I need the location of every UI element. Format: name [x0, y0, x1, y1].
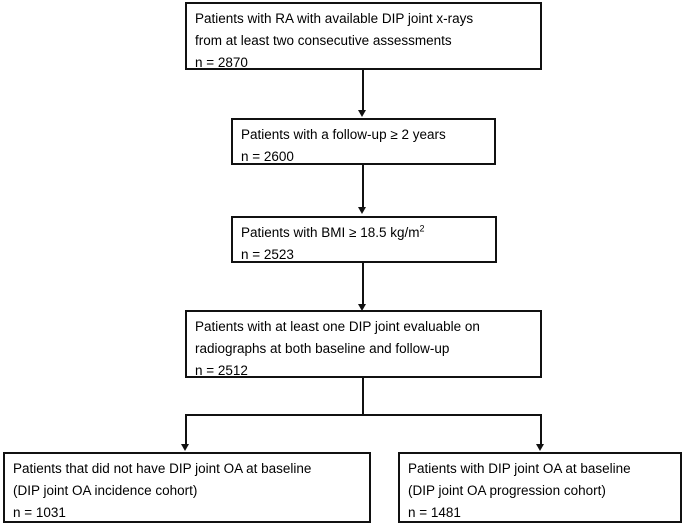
connector-arrowhead-2-3: [358, 207, 366, 214]
connector-line-3-4: [362, 263, 364, 307]
flow-node-line: Patients with BMI ≥ 18.5 kg/m2: [241, 222, 488, 244]
flow-node-line: Patients with at least one DIP joint eva…: [195, 319, 480, 334]
flow-node-progression-cohort: Patients with DIP joint OA at baseline (…: [398, 452, 682, 523]
flow-node-line: Patients with DIP joint OA at baseline: [408, 461, 631, 476]
flow-node-line: Patients that did not have DIP joint OA …: [13, 461, 312, 476]
flow-node-incidence-cohort: Patients that did not have DIP joint OA …: [3, 452, 371, 523]
flow-node-line: (DIP joint OA progression cohort): [408, 483, 606, 498]
flow-node-line: Patients with a follow-up ≥ 2 years: [241, 127, 446, 142]
connector-line-branch-left: [185, 414, 187, 446]
flow-node-line-text: Patients with BMI ≥ 18.5 kg/m: [241, 225, 420, 240]
flow-node-line: Patients with RA with available DIP join…: [195, 11, 474, 26]
flow-node-followup-filter: Patients with a follow-up ≥ 2 years n = …: [231, 118, 496, 165]
flow-node-evaluable-joint-filter: Patients with at least one DIP joint eva…: [185, 310, 542, 378]
connector-line-branch-bar: [185, 414, 542, 416]
connector-line-1-2: [362, 70, 364, 112]
flow-node-bmi-filter: Patients with BMI ≥ 18.5 kg/m2 n = 2523: [231, 216, 497, 263]
connector-arrowhead-3-4: [358, 304, 366, 311]
flow-node-count: n = 2870: [195, 55, 248, 70]
connector-arrowhead-1-2: [358, 110, 366, 117]
connector-line-branch-stem: [362, 378, 364, 416]
flow-node-line: radiographs at both baseline and follow-…: [195, 341, 450, 356]
connector-arrowhead-branch-right: [536, 444, 544, 451]
flow-node-cohort-source: Patients with RA with available DIP join…: [185, 2, 542, 70]
flow-node-count: n = 1031: [13, 505, 66, 520]
flow-node-count: n = 1481: [408, 505, 461, 520]
flow-node-line: from at least two consecutive assessment…: [195, 33, 452, 48]
connector-line-branch-right: [540, 414, 542, 446]
flow-node-count: n = 2512: [195, 363, 248, 378]
connector-arrowhead-branch-left: [181, 444, 189, 451]
connector-line-2-3: [362, 165, 364, 209]
flow-node-count: n = 2600: [241, 149, 294, 164]
superscript-exponent: 2: [419, 223, 425, 234]
flow-node-line: (DIP joint OA incidence cohort): [13, 483, 198, 498]
flow-node-count: n = 2523: [241, 247, 294, 262]
